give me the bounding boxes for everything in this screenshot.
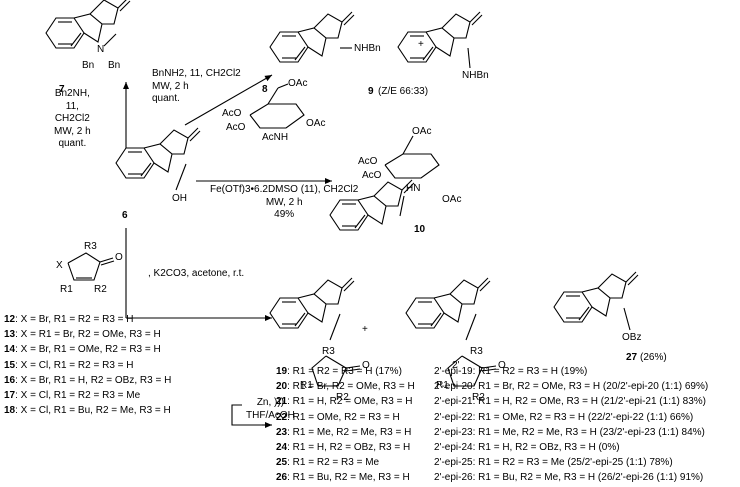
atom-O: O — [362, 360, 370, 371]
product-list-left: 19: R1 = R2 = R3 = H (17%) 20: R1 = Br, … — [276, 364, 415, 486]
list-item: 14: X = Br, R1 = OMe, R2 = R3 = H — [4, 344, 161, 356]
list-item: 23: R1 = Me, R2 = Me, R3 = H — [276, 426, 412, 438]
compound-27-label: 27 — [626, 352, 638, 363]
list-item: 13: X = R1 = Br, R2 = OMe, R3 = H — [4, 329, 161, 341]
atom-OH: OH — [172, 193, 187, 204]
conditions-to-9: BnNH2, 11, CH2Cl2 MW, 2 h quant. — [152, 68, 241, 104]
atom-X: X — [56, 260, 63, 271]
atom-N: N — [97, 44, 105, 55]
list-item: 16: X = Br, R1 = H, R2 = OBz, R3 = H — [4, 374, 172, 386]
list-item: 18: X = Cl, R1 = Bu, R2 = Me, R3 = H — [4, 405, 171, 417]
atom-AcO: AcO — [362, 170, 382, 181]
list-item: 24: R1 = H, R2 = OBz, R3 = H — [276, 441, 411, 453]
compound-9-ratio: (Z/E 66:33) — [378, 86, 429, 97]
list-item: 2'-epi-25: R1 = R2 = R3 = Me (25/2'-epi-… — [434, 457, 673, 469]
halide-list: 12: X = Br, R1 = R2 = R3 = H 13: X = R1 … — [4, 312, 171, 418]
atom-AcO: AcO — [358, 156, 378, 167]
stereo-2prime: 2' — [452, 360, 460, 371]
compound-10-label: 10 — [414, 224, 426, 235]
atom-AcNH: AcNH — [262, 132, 289, 143]
compound-7-label: 7 — [59, 84, 65, 95]
atom-R2: R2 — [94, 284, 107, 295]
atom-R2: R2 — [336, 392, 349, 403]
atom-Bn: Bn — [82, 60, 95, 71]
product-list-right: 2'-epi-19: R1 = R2 = R3 = H (19%) 2'-epi… — [434, 364, 708, 486]
atom-R3: R3 — [322, 346, 335, 357]
atom-NHBn: NHBn — [354, 43, 381, 54]
list-item: 15: X = Cl, R1 = R2 = R3 = H — [4, 359, 134, 371]
list-item: 19: R1 = R2 = R3 = H (17%) — [276, 366, 402, 377]
list-item: 26: R1 = Bu, R2 = Me, R3 = H — [276, 472, 410, 484]
atom-R2: R2 — [472, 392, 485, 403]
conditions-to-7: Bn2NH, 11, CH2Cl2 MW, 2 h quant. — [54, 88, 91, 149]
conditions-to-10: Fe(OTf)3•6.2DMSO (11), CH2Cl2 MW, 2 h 49… — [210, 184, 359, 220]
atom-NHBn: NHBn — [462, 70, 489, 81]
atom-HN: HN — [406, 183, 421, 194]
list-item: 25: R1 = R2 = R3 = Me — [276, 457, 380, 469]
list-item: 2'-epi-19: R1 = R2 = R3 = H (19%) — [434, 366, 588, 377]
atom-Bn: Bn — [108, 60, 121, 71]
atom-O: O — [498, 360, 506, 371]
atom-OAc: OAc — [288, 78, 308, 89]
list-item: 2'-epi-21: R1 = H, R2 = OMe, R3 = H (21/… — [434, 396, 706, 408]
atom-AcO: AcO — [222, 108, 242, 119]
conditions-to-19: , K2CO3, acetone, r.t. — [148, 268, 245, 279]
atom-R3: R3 — [84, 241, 97, 252]
list-item: 2'-epi-24: R1 = H, R2 = OBz, R3 = H (0%) — [434, 441, 620, 453]
atom-OBz: OBz — [622, 332, 642, 343]
list-item: 17: X = Cl, R1 = R2 = R3 = Me — [4, 389, 141, 401]
atom-OAc: OAc — [306, 118, 326, 129]
compound-8-label: 8 — [262, 84, 268, 95]
plus-sign: + — [418, 39, 424, 50]
atom-OAc: OAc — [412, 126, 432, 137]
plus-sign: + — [362, 324, 368, 335]
list-item: 2'-epi-26: R1 = Bu, R2 = Me, R3 = H (26/… — [434, 472, 704, 484]
list-item: 20: R1 = Br, R2 = OMe, R3 = H — [276, 381, 415, 393]
atom-R1: R1 — [300, 380, 313, 391]
list-item: 21: R1 = H, R2 = OMe, R3 = H — [276, 396, 413, 408]
compound-6-label: 6 — [122, 210, 128, 221]
compound-9-label: 9 — [368, 86, 374, 97]
list-item: 2'-epi-22: R1 = OMe, R2 = R3 = H (22/2'-… — [434, 411, 694, 423]
atom-OAc: OAc — [442, 194, 462, 205]
list-item: 2'-epi-23: R1 = Me, R2 = Me, R3 = H (23/… — [434, 426, 705, 438]
list-item: 2'-epi-20: R1 = Br, R2 = OMe, R3 = H (20… — [434, 381, 709, 393]
atom-R1: R1 — [60, 284, 73, 295]
list-item: 12: X = Br, R1 = R2 = R3 = H — [4, 314, 134, 325]
atom-R3: R3 — [470, 346, 483, 357]
atom-AcO: AcO — [226, 122, 246, 133]
list-item: 22: R1 = OMe, R2 = R3 = H — [276, 411, 400, 423]
atom-O: O — [115, 252, 123, 263]
conditions-zn: Zn, ))) THF/AcOH — [246, 397, 295, 421]
atom-R1: R1 — [436, 380, 449, 391]
compound-27-yield: (26%) — [640, 352, 667, 363]
